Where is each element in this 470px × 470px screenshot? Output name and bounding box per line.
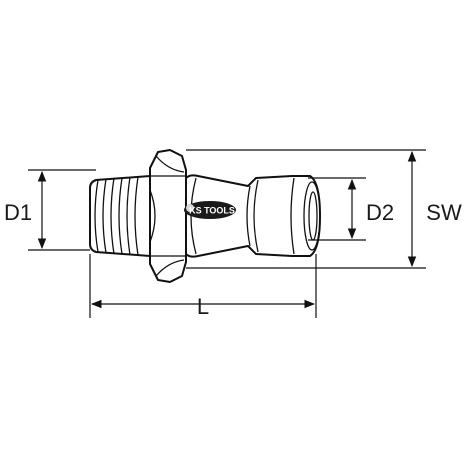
sw-label: SW (426, 200, 462, 225)
thread-lines (94, 176, 139, 256)
d2-label: D2 (366, 200, 394, 225)
dimension-sw: SW (186, 149, 462, 269)
dimension-l: L (89, 254, 317, 319)
dimension-d1: D1 (4, 169, 96, 251)
l-label: L (197, 294, 209, 319)
logo-text: KS TOOLS (189, 206, 235, 216)
hose-barb (185, 174, 321, 258)
ks-tools-logo: KS TOOLS (184, 201, 236, 219)
dimension-d2: D2 (308, 177, 394, 241)
d1-label: D1 (4, 200, 32, 225)
logo-emblem-icon (186, 204, 194, 212)
threaded-end (89, 175, 151, 257)
hex-nut (149, 149, 187, 283)
